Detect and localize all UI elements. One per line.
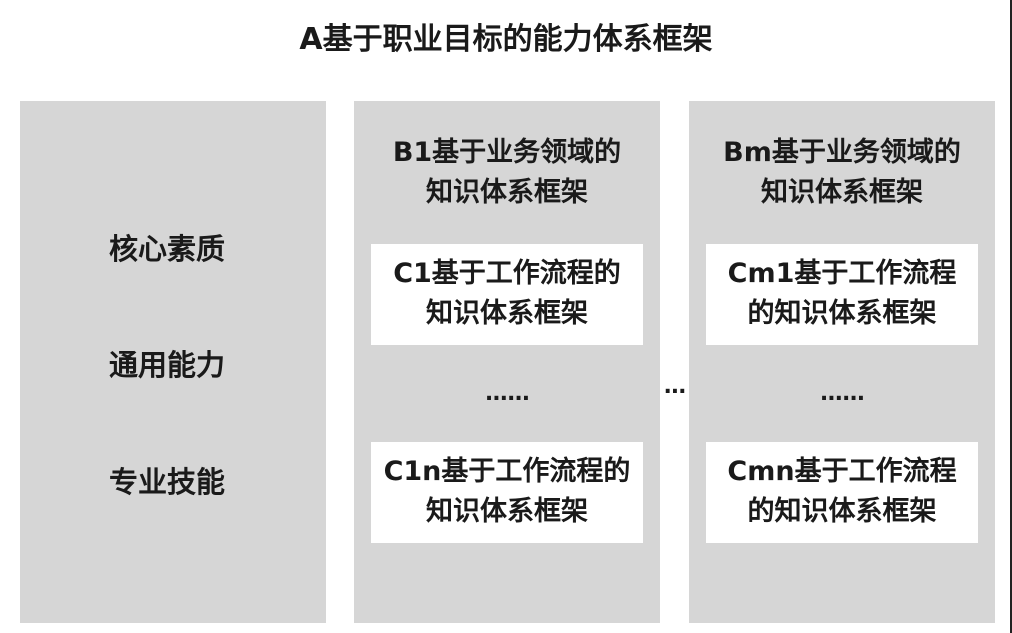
competency-item-core-quality: 核心素质 xyxy=(109,232,226,266)
card-line: 知识体系框架 xyxy=(426,496,588,527)
column-header-b1: B1基于业务领域的 知识体系框架 xyxy=(354,133,660,213)
competency-panel: 核心素质 通用能力 专业技能 xyxy=(20,101,326,623)
column-header-line: B1基于业务领域的 xyxy=(392,137,622,168)
column-header-line: Bm基于业务领域的 xyxy=(723,137,961,168)
diagram-title: A基于职业目标的能力体系框架 xyxy=(299,22,713,57)
card-line: Cm1基于工作流程 xyxy=(727,258,957,289)
ellipsis-dots: ...... xyxy=(484,381,530,406)
column-header-line: 知识体系框架 xyxy=(426,177,588,208)
column-header-bm: Bm基于业务领域的 知识体系框架 xyxy=(689,133,995,213)
workflow-card-c1: C1基于工作流程的 知识体系框架 xyxy=(371,244,643,345)
card-line: 的知识体系框架 xyxy=(747,496,937,527)
ellipsis-dots: ...... xyxy=(819,381,865,406)
card-line: 知识体系框架 xyxy=(426,298,588,329)
knowledge-column-bm: Bm基于业务领域的 知识体系框架 Cm1基于工作流程 的知识体系框架 .....… xyxy=(689,101,995,623)
competency-item-general-ability: 通用能力 xyxy=(109,348,226,382)
workflow-card-c1n: C1n基于工作流程的 知识体系框架 xyxy=(371,442,643,543)
competency-item-professional-skill: 专业技能 xyxy=(109,465,226,499)
column-header-line: 知识体系框架 xyxy=(761,177,923,208)
workflow-card-cmn: Cmn基于工作流程 的知识体系框架 xyxy=(706,442,978,543)
right-edge-line xyxy=(1010,0,1012,633)
knowledge-column-b1: B1基于业务领域的 知识体系框架 C1基于工作流程的 知识体系框架 ......… xyxy=(354,101,660,623)
between-columns-ellipsis: ... xyxy=(663,374,686,399)
card-line: Cmn基于工作流程 xyxy=(727,456,957,487)
card-line: C1n基于工作流程的 xyxy=(383,456,631,487)
card-line: C1基于工作流程的 xyxy=(393,258,621,289)
workflow-card-cm1: Cm1基于工作流程 的知识体系框架 xyxy=(706,244,978,345)
card-line: 的知识体系框架 xyxy=(747,298,937,329)
